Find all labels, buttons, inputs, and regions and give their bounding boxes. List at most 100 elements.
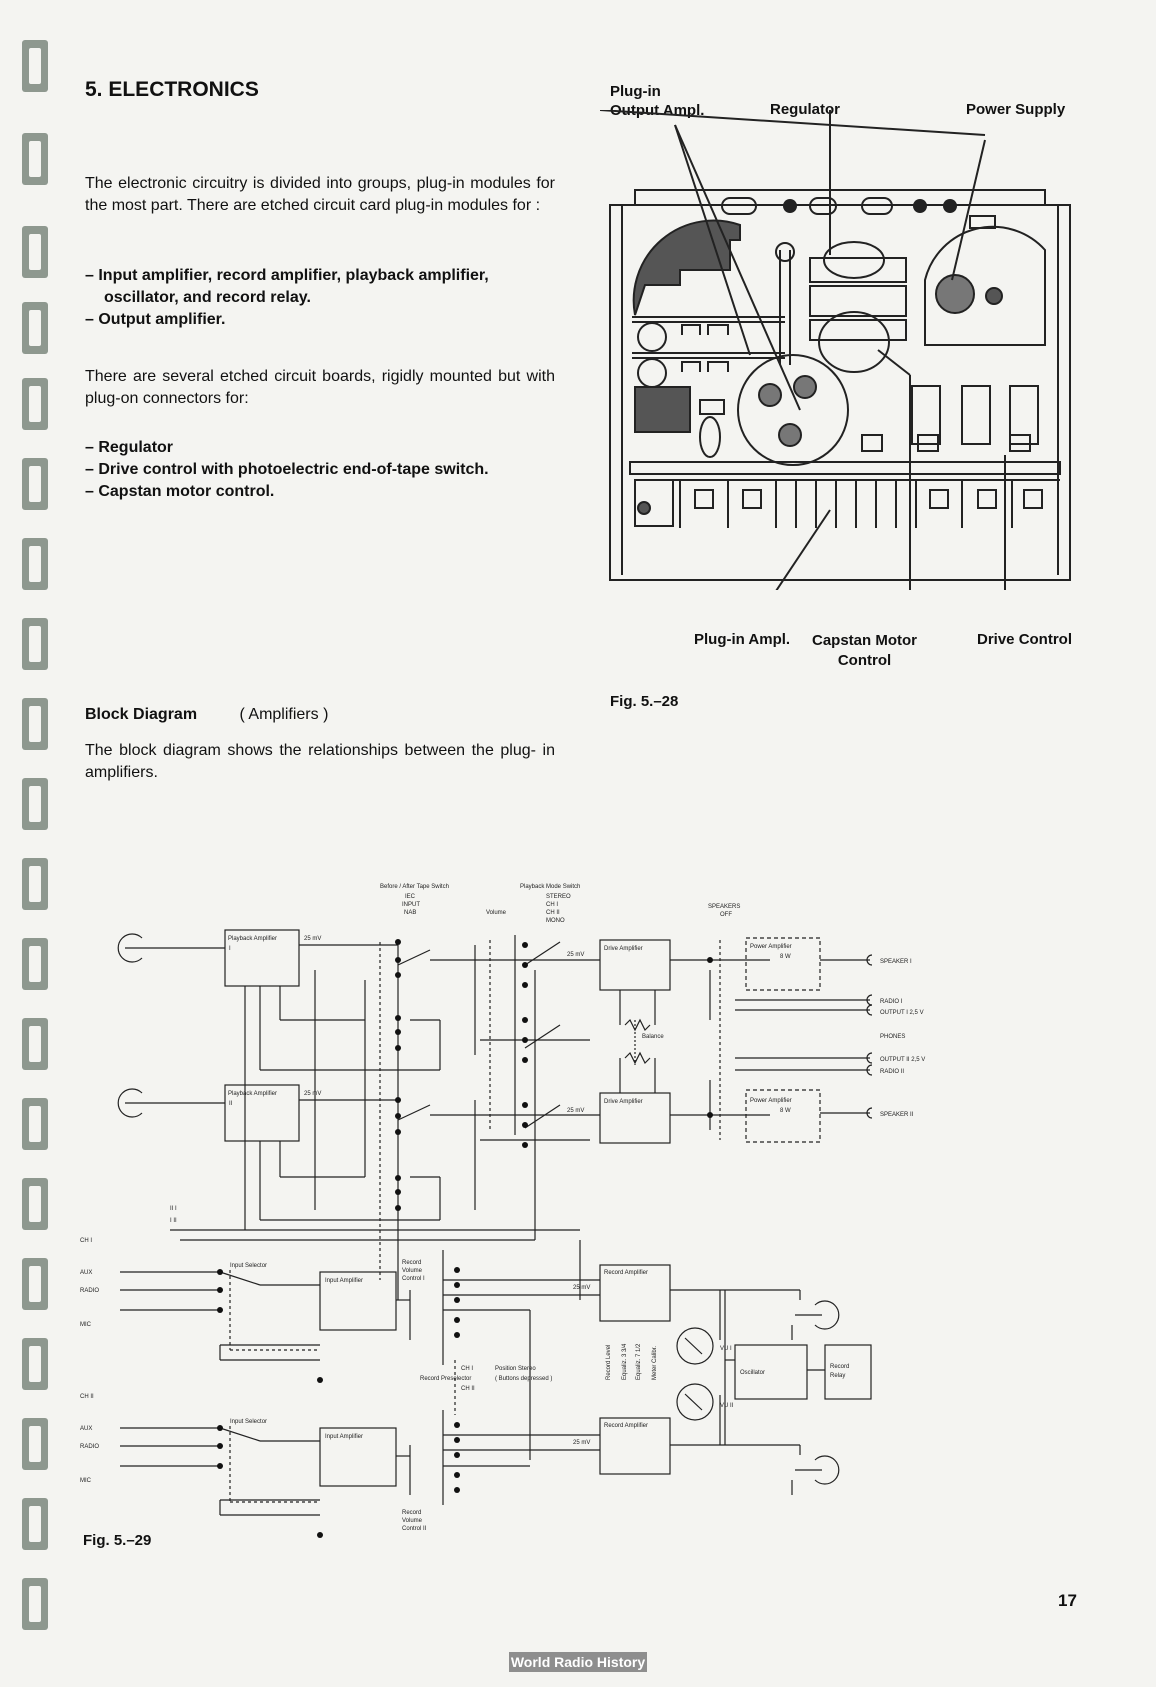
label-i-ii: I II — [170, 1218, 177, 1224]
binder-hole — [22, 538, 48, 590]
binder-hole — [22, 938, 48, 990]
label-position-stereo: Position Stereo — [495, 1366, 536, 1372]
label-record-amp-1: Record Amplifier — [604, 1270, 648, 1276]
label-rec-ch1: CH I — [461, 1366, 473, 1372]
binder-hole — [22, 378, 48, 430]
binder-hole — [22, 133, 48, 185]
intro-paragraph: The electronic circuitry is divided into… — [85, 175, 555, 214]
oscillator-block — [734, 1344, 808, 1400]
board-list: – Regulator – Drive control with photoel… — [85, 437, 565, 503]
vu-meter-2 — [676, 1383, 714, 1421]
label-radio-in-1: RADIO — [80, 1288, 99, 1294]
label-mic-2: MIC — [80, 1478, 92, 1484]
binder-hole — [22, 302, 48, 354]
label-25mv: 25 mV — [567, 1108, 584, 1114]
label-playback-mode: Playback Mode Switch — [520, 884, 580, 890]
label-radio-in-2: RADIO — [80, 1444, 99, 1450]
label-vu-1: VU I — [720, 1346, 732, 1352]
record-relay-block — [824, 1344, 872, 1400]
chassis-diagram — [600, 110, 1071, 590]
module-list: – Input amplifier, record amplifier, pla… — [85, 265, 565, 331]
label-8w-1: 8 W — [780, 954, 791, 960]
label-record-level: Record Level — [606, 1345, 612, 1380]
list-item: – Input amplifier, record amplifier, pla… — [85, 267, 489, 306]
label-input-amp-2: Input Amplifier — [325, 1434, 363, 1440]
fig29-caption: Fig. 5.–29 — [83, 1532, 152, 1549]
binder-hole — [22, 1178, 48, 1230]
label-record-volume-2: Record — [402, 1510, 421, 1516]
label-before-after: Before / After Tape Switch — [380, 884, 449, 890]
label-rec-ch2: CH II — [461, 1386, 475, 1392]
label-volume: Volume — [486, 910, 507, 916]
label-aux-2: AUX — [80, 1426, 92, 1432]
block-paragraph: The block diagram shows the relationship… — [85, 742, 555, 781]
label-drive-control: Drive Control — [977, 631, 1073, 648]
label-input-selector-1: Input Selector — [230, 1263, 267, 1269]
label-drive-amp-1: Drive Amplifier — [604, 946, 643, 952]
vu-meter-1 — [676, 1327, 714, 1365]
input-amplifier-2 — [319, 1427, 397, 1487]
label-vu-2: VU II — [720, 1403, 734, 1409]
binder-hole — [22, 698, 48, 750]
label-meter-calibr: Meter Calibr. — [652, 1346, 658, 1380]
chassis-outline — [609, 204, 1071, 581]
label-roman-1: I — [229, 946, 231, 952]
binder-hole — [22, 778, 48, 830]
label-8w-2: 8 W — [780, 1108, 791, 1114]
list-item: – Regulator — [85, 439, 174, 456]
label-record-relay-b: Relay — [830, 1373, 845, 1379]
label-capstan-motor: Capstan Motor Control — [812, 632, 917, 669]
label-iec: IEC — [405, 894, 416, 900]
label-balance: Balance — [642, 1034, 664, 1040]
switch-contacts — [217, 939, 713, 1538]
label-ch2: CH II — [546, 910, 560, 916]
label-output-1: OUTPUT I 2,5 V — [880, 1010, 924, 1016]
label-power-amp-1: Power Amplifier — [750, 944, 792, 950]
label-equaliz-334: Equaliz. 3 3/4 — [622, 1343, 628, 1380]
binder-hole — [22, 1338, 48, 1390]
fig28-caption: Fig. 5.–28 — [610, 693, 679, 710]
block-title: Block Diagram — [85, 706, 198, 723]
label-mic-1: MIC — [80, 1322, 92, 1328]
label-25mv: 25 mV — [567, 952, 584, 958]
label-ch-ii: CH II — [80, 1394, 94, 1400]
label-off: OFF — [720, 912, 732, 918]
label-ii-i: II I — [170, 1206, 177, 1212]
label-input: INPUT — [402, 902, 420, 908]
record-amplifier-1 — [599, 1264, 671, 1322]
label-oscillator: Oscillator — [740, 1370, 765, 1376]
label-record-volume-1c: Control I — [402, 1276, 425, 1282]
binder-hole — [22, 858, 48, 910]
label-record-volume-2c: Control II — [402, 1526, 427, 1532]
label-record-volume-2b: Volume — [402, 1518, 423, 1524]
block-subtitle: ( Amplifiers ) — [239, 706, 329, 723]
label-pb-amp-2: Playback Amplifier — [228, 1091, 277, 1097]
label-ch1: CH I — [546, 902, 558, 908]
label-record-amp-2: Record Amplifier — [604, 1423, 648, 1429]
binder-hole — [22, 1418, 48, 1470]
label-record-volume-1: Record — [402, 1260, 421, 1266]
label-mono: MONO — [546, 918, 565, 924]
label-25mv: 25 mV — [573, 1440, 590, 1446]
capstan-motor — [737, 354, 849, 466]
page-number: 17 — [1058, 1591, 1077, 1610]
label-input-amp-1: Input Amplifier — [325, 1278, 363, 1284]
label-speaker-1: SPEAKER I — [880, 959, 912, 965]
label-output-2: OUTPUT II 2,5 V — [880, 1057, 925, 1063]
label-power-amp-2: Power Amplifier — [750, 1098, 792, 1104]
power-amplifier-2 — [745, 1089, 821, 1143]
label-25mv: 25 mV — [304, 936, 321, 942]
label-stereo: STEREO — [546, 894, 571, 900]
binder-hole — [22, 1578, 48, 1630]
power-amplifier-1 — [745, 937, 821, 991]
label-radio-1: RADIO I — [880, 999, 903, 1005]
binder-hole — [22, 226, 48, 278]
label-phones: PHONES — [880, 1034, 905, 1040]
block-diagram-heading: Block Diagram ( Amplifiers ) — [85, 706, 328, 724]
label-power-supply: Power Supply — [966, 101, 1066, 118]
label-input-selector-2: Input Selector — [230, 1419, 267, 1425]
playback-amplifier-1 — [224, 929, 300, 987]
block-diagram: Before / After Tape Switch IEC INPUT NAB… — [80, 884, 925, 1538]
section-heading: 5. ELECTRONICS — [85, 78, 259, 101]
binder-hole — [22, 1258, 48, 1310]
